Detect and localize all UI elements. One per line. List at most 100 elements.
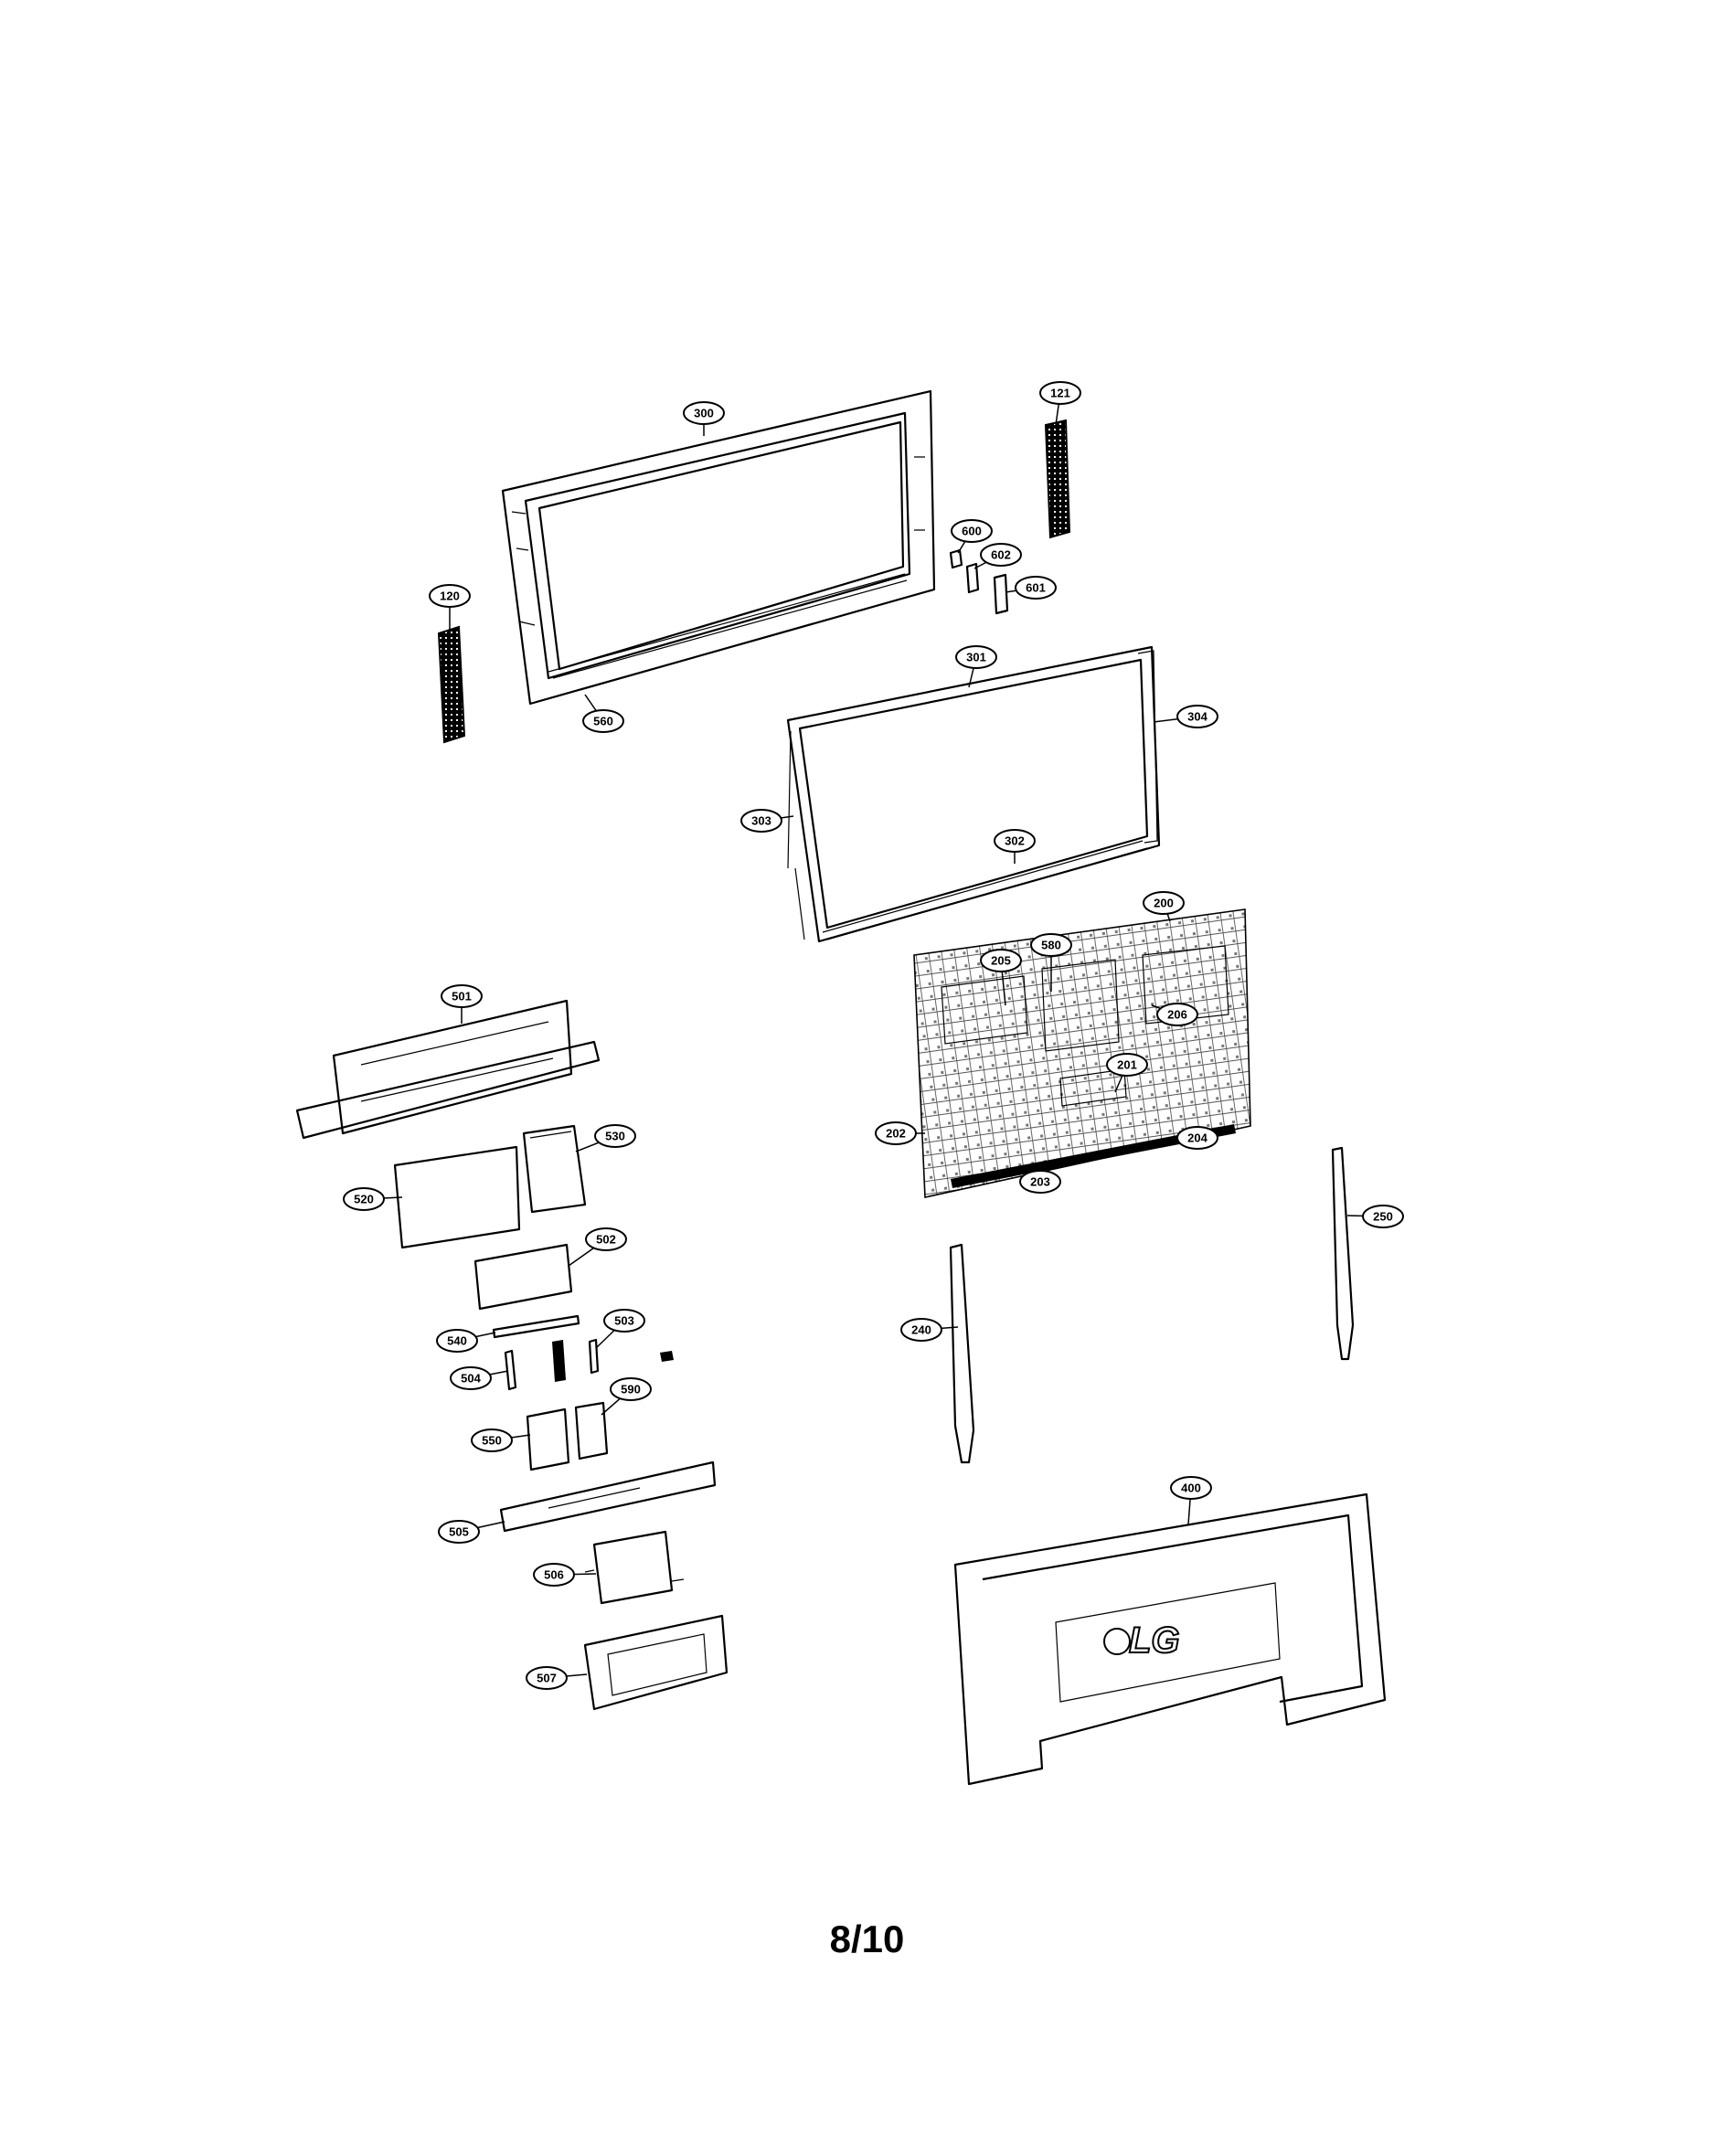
callout-540: 540 bbox=[436, 1329, 496, 1353]
callout-530: 530 bbox=[575, 1124, 636, 1152]
callout-590: 590 bbox=[601, 1377, 652, 1416]
callout-label: 300 bbox=[694, 407, 714, 420]
callout-label: 206 bbox=[1167, 1008, 1187, 1022]
callout-label: 302 bbox=[1005, 834, 1025, 848]
callout-550: 550 bbox=[471, 1428, 531, 1452]
callout-label: 501 bbox=[452, 990, 472, 1004]
part-300-front-frame bbox=[501, 389, 936, 706]
callout-label: 560 bbox=[593, 715, 613, 728]
part-507-stand-base bbox=[583, 1614, 729, 1711]
callout-303: 303 bbox=[740, 809, 794, 833]
callout-bubble bbox=[603, 1309, 645, 1333]
callout-bubble bbox=[1015, 576, 1057, 600]
callout-301: 301 bbox=[955, 645, 997, 688]
callout-300: 300 bbox=[683, 401, 725, 436]
callout-601: 601 bbox=[1005, 576, 1057, 600]
part-550-board bbox=[526, 1407, 570, 1471]
part-301-panel-frame bbox=[786, 645, 1161, 943]
part-505-bar bbox=[499, 1460, 717, 1533]
callout-bubble bbox=[951, 519, 993, 543]
callout-501: 501 bbox=[441, 984, 483, 1024]
callout-label: 202 bbox=[886, 1127, 906, 1141]
callout-bubble bbox=[1176, 705, 1218, 728]
lg-logo-circle-icon bbox=[1103, 1628, 1131, 1655]
part-200-main-board bbox=[913, 908, 1251, 1198]
callout-label: 200 bbox=[1154, 897, 1174, 910]
part-601-bracket bbox=[993, 573, 1009, 615]
callout-bubble bbox=[1176, 1126, 1218, 1150]
part-250-stand-bracket bbox=[1331, 1146, 1355, 1361]
part-501-tray bbox=[295, 999, 601, 1140]
part-503-board bbox=[588, 1338, 600, 1375]
callout-bubble bbox=[1362, 1205, 1404, 1228]
callout-204: 204 bbox=[1176, 1126, 1218, 1150]
part-600-bracket bbox=[949, 548, 963, 569]
callout-label: 502 bbox=[596, 1233, 616, 1247]
callout-bubble bbox=[994, 829, 1036, 853]
callout-bubble bbox=[441, 984, 483, 1008]
callout-bubble bbox=[980, 949, 1022, 972]
callout-bubble bbox=[526, 1666, 568, 1690]
callout-label: 250 bbox=[1373, 1210, 1393, 1224]
page-number: 8/10 bbox=[829, 1917, 905, 1960]
callout-bubble bbox=[438, 1520, 480, 1544]
callout-201: 201 bbox=[1106, 1053, 1148, 1093]
callout-bubble bbox=[582, 709, 624, 733]
callout-bubble bbox=[740, 809, 782, 833]
callout-302: 302 bbox=[994, 829, 1036, 864]
callout-label: 530 bbox=[605, 1130, 625, 1143]
callout-bubble bbox=[594, 1124, 636, 1148]
callout-label: 504 bbox=[461, 1372, 481, 1386]
callout-505: 505 bbox=[438, 1520, 505, 1544]
callout-507: 507 bbox=[526, 1666, 588, 1690]
callout-label: 601 bbox=[1026, 581, 1046, 595]
callout-bubble bbox=[1039, 381, 1081, 405]
callout-600: 600 bbox=[951, 519, 993, 554]
part-small-clip bbox=[660, 1351, 674, 1362]
part-240-stand-bracket bbox=[949, 1243, 975, 1464]
callout-label: 203 bbox=[1030, 1175, 1050, 1189]
part-120-left-speaker bbox=[437, 625, 466, 744]
callout-bubble bbox=[610, 1377, 652, 1401]
callout-label: 580 bbox=[1041, 939, 1061, 952]
callout-label: 121 bbox=[1050, 387, 1070, 400]
callout-bubble bbox=[429, 584, 471, 608]
callout-bubble bbox=[533, 1563, 575, 1587]
callout-label: 505 bbox=[449, 1525, 469, 1539]
callout-580: 580 bbox=[1030, 933, 1072, 992]
callout-200: 200 bbox=[1143, 891, 1185, 922]
part-530-board bbox=[522, 1124, 587, 1214]
callout-504: 504 bbox=[450, 1366, 509, 1390]
callout-202: 202 bbox=[875, 1121, 925, 1145]
callout-label: 507 bbox=[537, 1672, 557, 1685]
part-540-strip bbox=[492, 1314, 580, 1339]
callout-250: 250 bbox=[1346, 1205, 1404, 1228]
callout-bubble bbox=[1019, 1170, 1061, 1194]
callout-bubble bbox=[955, 645, 997, 669]
callout-bubble bbox=[900, 1318, 942, 1342]
callout-label: 120 bbox=[440, 589, 460, 603]
callout-label: 201 bbox=[1117, 1058, 1137, 1072]
part-400-back-cover: LG bbox=[953, 1492, 1387, 1786]
part-502-board bbox=[473, 1243, 573, 1311]
callout-label: 540 bbox=[447, 1334, 467, 1348]
part-506-bracket bbox=[584, 1530, 685, 1605]
part-590-board bbox=[574, 1401, 609, 1460]
callout-520: 520 bbox=[343, 1187, 403, 1211]
callout-bubble bbox=[471, 1428, 513, 1452]
callout-bubble bbox=[683, 401, 725, 425]
part-602-bracket bbox=[965, 562, 980, 594]
callout-bubble bbox=[1030, 933, 1072, 957]
callout-label: 304 bbox=[1187, 710, 1207, 724]
callout-502: 502 bbox=[568, 1227, 627, 1267]
callout-240: 240 bbox=[900, 1318, 959, 1342]
callout-layer: 3001216006026011205603013043033022002055… bbox=[343, 381, 1404, 1690]
callout-560: 560 bbox=[582, 694, 624, 733]
callout-label: 550 bbox=[482, 1434, 502, 1448]
callout-400: 400 bbox=[1170, 1476, 1212, 1525]
callout-bubble bbox=[436, 1329, 478, 1353]
callout-203: 203 bbox=[1019, 1164, 1061, 1194]
callout-label: 205 bbox=[991, 954, 1011, 968]
